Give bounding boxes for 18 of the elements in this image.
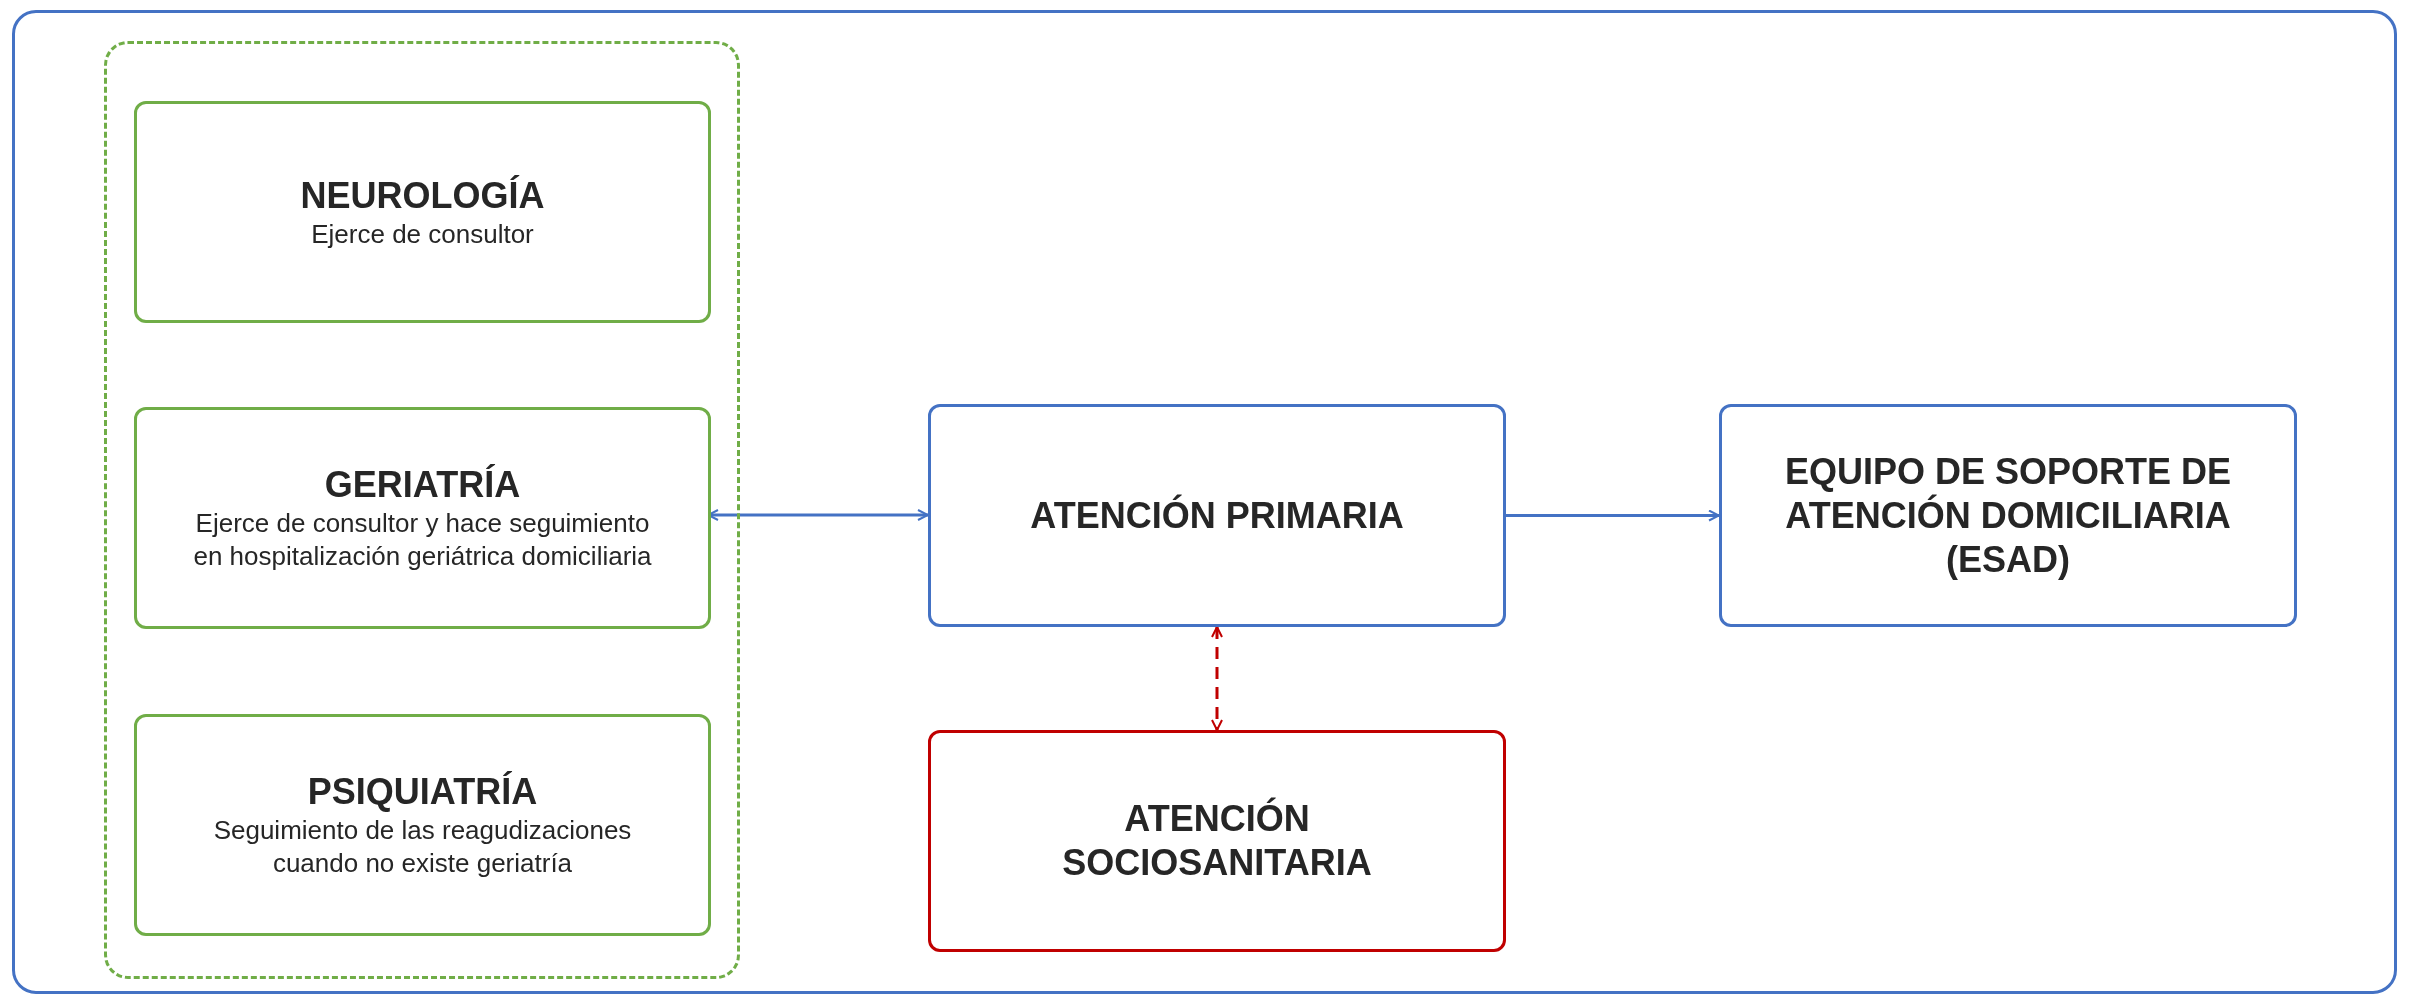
box-title: NEUROLOGÍA [300, 173, 545, 218]
box-description: Ejerce de consultor [311, 217, 534, 251]
box-title: EQUIPO DE SOPORTE DE ATENCIÓN DOMICILIARIA (ESAD) [1783, 449, 2233, 582]
arrow [1211, 626, 1223, 731]
process-box [1719, 404, 2297, 627]
process-box [928, 730, 1506, 952]
box-title: ATENCIÓN PRIMARIA [1030, 493, 1404, 538]
box-title: ATENCIÓN SOCIOSANITARIA [1062, 797, 1372, 885]
group-frame [104, 41, 740, 979]
box-title: GERIATRÍA [324, 463, 521, 507]
process-box [134, 101, 711, 323]
process-box [134, 407, 711, 629]
box-description: Ejerce de consultor y hace seguimiento en hospitalización geriátrica domiciliaria [192, 507, 653, 573]
process-box [928, 404, 1506, 627]
box-description: Seguimiento de las reagudizaciones cuando no existe geriatría [212, 814, 633, 880]
process-box [134, 714, 711, 936]
arrow [1506, 509, 1720, 522]
box-title: PSIQUIATRÍA [307, 770, 538, 814]
